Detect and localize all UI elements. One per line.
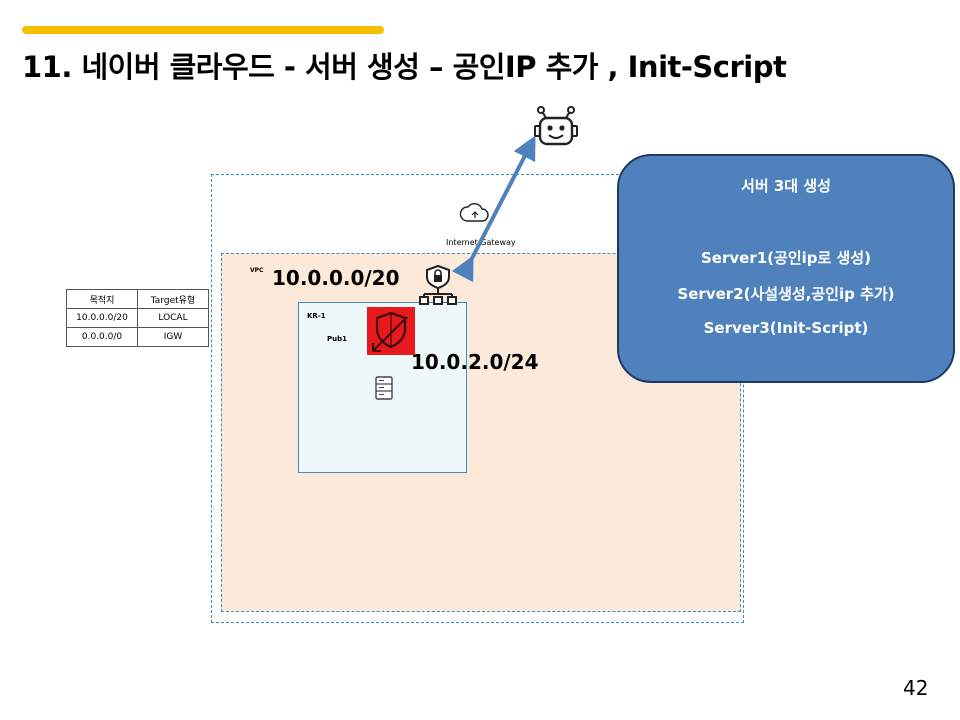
vpc-label: VPC — [250, 267, 264, 274]
page-number: 42 — [903, 676, 929, 700]
server-icon — [375, 376, 393, 400]
network-lock-icon — [419, 264, 457, 305]
table-row: 0.0.0.0/0 IGW — [66, 327, 209, 347]
route-target: LOCAL — [137, 308, 209, 328]
callout-heading: 서버 3대 생성 — [741, 177, 831, 195]
table-row: 10.0.0.0/20 LOCAL — [66, 308, 209, 328]
callout-line-server1: Server1(공인ip로 생성) — [701, 249, 871, 267]
route-table: 목적지 Target유형 10.0.0.0/20 LOCAL 0.0.0.0/0… — [66, 289, 209, 347]
slide-title: 11. 네이버 클라우드 - 서버 생성 – 공인IP 추가 , Init-Sc… — [22, 50, 787, 84]
route-target: IGW — [137, 327, 209, 347]
callout-line-server2: Server2(사설생성,공인ip 추가) — [677, 285, 895, 303]
route-table-header-row: 목적지 Target유형 — [66, 289, 209, 309]
server-creation-callout: 서버 3대 생성 Server1(공인ip로 생성) Server2(사설생성,… — [617, 154, 955, 383]
vpc-cidr: 10.0.0.0/20 — [272, 266, 400, 290]
security-shield-icon — [367, 307, 415, 355]
robot-icon — [534, 106, 578, 146]
route-table-header: 목적지 — [66, 289, 138, 309]
subnet-cidr: 10.0.2.0/24 — [411, 350, 539, 374]
subnet-name-label: Pub1 — [327, 335, 347, 343]
callout-line-server3: Server3(Init-Script) — [703, 319, 869, 337]
route-table-header: Target유형 — [137, 289, 209, 309]
subnet-zone-label: KR-1 — [307, 312, 326, 320]
title-accent-bar — [22, 26, 384, 34]
route-destination: 10.0.0.0/20 — [66, 308, 138, 328]
route-destination: 0.0.0.0/0 — [66, 327, 138, 347]
